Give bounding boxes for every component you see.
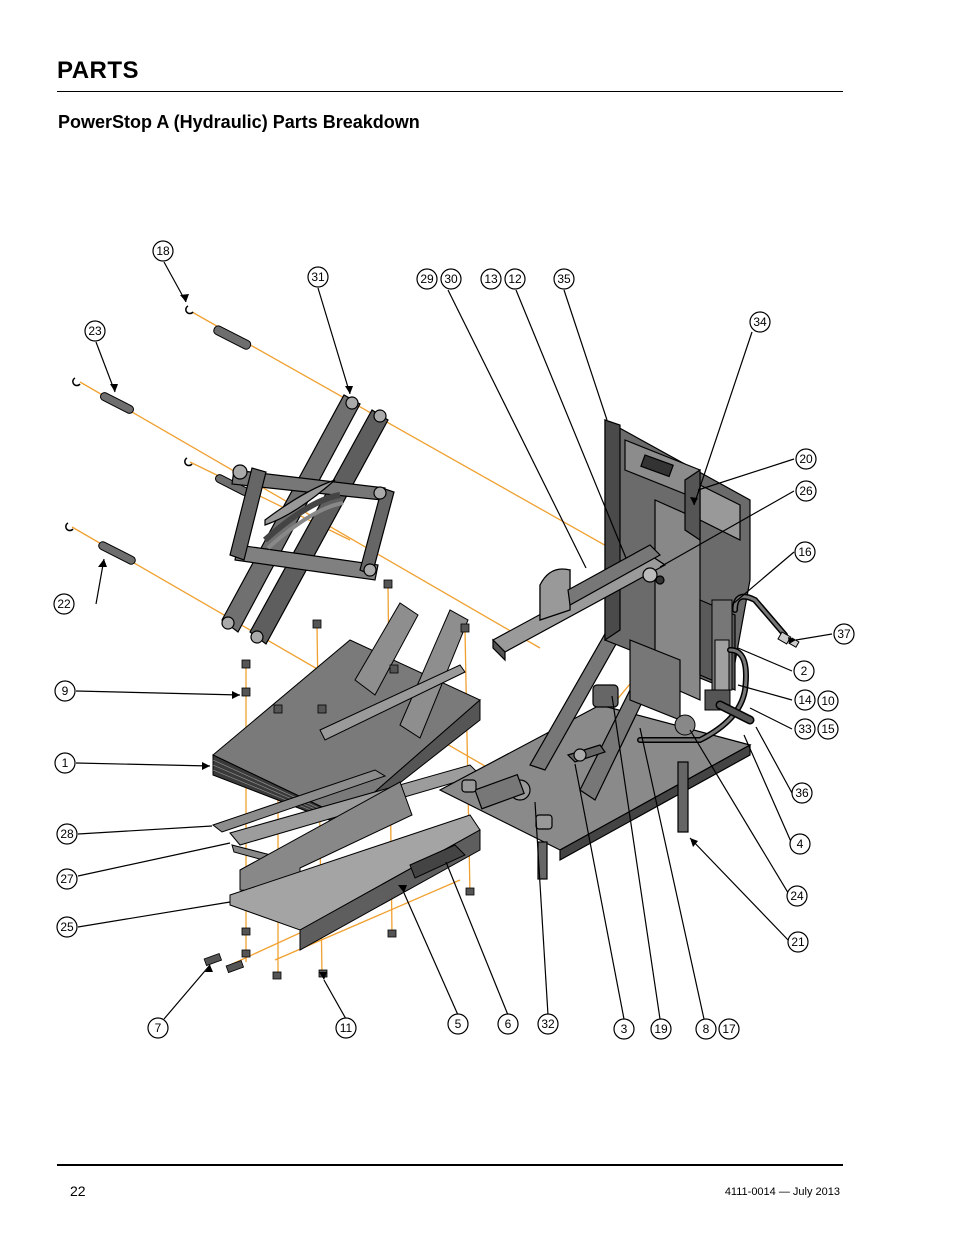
svg-text:3: 3 (621, 1022, 628, 1036)
callout-2: 2 (793, 660, 815, 682)
retaining-rings (65, 305, 194, 532)
svg-text:31: 31 (311, 270, 325, 284)
svg-text:18: 18 (156, 244, 170, 258)
callout-6: 6 (497, 1013, 519, 1035)
svg-text:11: 11 (340, 1021, 353, 1035)
callout-24: 24 (786, 885, 808, 907)
callout-29: 29 (416, 268, 438, 290)
svg-text:23: 23 (88, 324, 102, 338)
callout-19: 19 (650, 1018, 672, 1040)
svg-text:1: 1 (62, 756, 69, 770)
footer-rule (57, 1164, 843, 1166)
callout-9: 9 (54, 680, 76, 702)
svg-text:13: 13 (484, 272, 498, 286)
callout-15: 15 (817, 718, 839, 740)
callout-35: 35 (553, 268, 575, 290)
svg-text:32: 32 (541, 1017, 555, 1031)
svg-text:27: 27 (60, 872, 74, 886)
svg-text:20: 20 (799, 452, 813, 466)
callout-26: 26 (795, 480, 817, 502)
svg-text:6: 6 (505, 1017, 512, 1031)
plates-and-tray (211, 764, 481, 951)
callout-37: 37 (833, 623, 855, 645)
svg-text:10: 10 (821, 694, 835, 708)
callout-leaders (75, 261, 833, 1020)
callout-20: 20 (795, 448, 817, 470)
svg-text:19: 19 (654, 1022, 668, 1036)
scissor-linkage (221, 394, 395, 645)
svg-text:36: 36 (795, 786, 809, 800)
svg-text:24: 24 (790, 889, 804, 903)
hydraulic-hoses (637, 593, 788, 743)
svg-text:25: 25 (60, 920, 74, 934)
svg-text:30: 30 (444, 272, 458, 286)
callout-7: 7 (147, 1017, 169, 1039)
hydraulic-cylinder (674, 599, 733, 736)
svg-text:28: 28 (60, 827, 74, 841)
svg-text:29: 29 (420, 272, 434, 286)
callout-3: 3 (613, 1018, 635, 1040)
svg-text:5: 5 (455, 1017, 462, 1031)
callout-30: 30 (440, 268, 462, 290)
document-reference: 4111-0014 — July 2013 (724, 1186, 840, 1198)
callout-17: 17 (718, 1018, 740, 1040)
page-subtitle: PowerStop A (Hydraulic) Parts Breakdown (58, 112, 420, 132)
callout-labels: 18 31 29 30 13 12 35 34 23 20 26 16 22 3… (53, 240, 855, 1040)
svg-text:17: 17 (722, 1022, 736, 1036)
svg-text:15: 15 (821, 722, 835, 736)
svg-text:34: 34 (753, 315, 767, 329)
callout-25: 25 (56, 916, 78, 938)
callout-31: 31 (307, 266, 329, 288)
callout-33: 33 (794, 718, 816, 740)
callout-18: 18 (152, 240, 174, 262)
svg-text:14: 14 (798, 693, 812, 707)
svg-text:21: 21 (791, 935, 805, 949)
callout-28: 28 (56, 823, 78, 845)
callout-12: 12 (504, 268, 526, 290)
callout-16: 16 (794, 541, 816, 563)
callout-22: 22 (53, 593, 75, 615)
leader-arrowheads (98, 294, 796, 980)
svg-text:12: 12 (508, 272, 522, 286)
callout-14: 14 (794, 689, 816, 711)
svg-text:7: 7 (155, 1021, 162, 1035)
callout-11: 11 (335, 1017, 357, 1039)
svg-text:33: 33 (798, 722, 812, 736)
svg-text:26: 26 (799, 484, 813, 498)
section-title: PARTS (57, 57, 140, 84)
svg-text:2: 2 (801, 664, 808, 678)
pins (98, 325, 252, 565)
svg-text:37: 37 (837, 627, 851, 641)
callout-5: 5 (447, 1013, 469, 1035)
slide-arm (492, 544, 667, 662)
callout-32: 32 (537, 1013, 559, 1035)
callout-8: 8 (695, 1018, 717, 1040)
svg-text:35: 35 (557, 272, 571, 286)
svg-text:8: 8 (703, 1022, 710, 1036)
callout-21: 21 (787, 931, 809, 953)
svg-text:22: 22 (57, 597, 71, 611)
svg-text:9: 9 (62, 684, 69, 698)
callout-27: 27 (56, 868, 78, 890)
callout-23: 23 (84, 320, 106, 342)
page-number: 22 (70, 1183, 86, 1199)
callout-34: 34 (749, 311, 771, 333)
callout-10: 10 (817, 690, 839, 712)
svg-text:4: 4 (797, 837, 804, 851)
callout-36: 36 (791, 782, 813, 804)
fasteners (203, 579, 475, 980)
callout-13: 13 (480, 268, 502, 290)
callout-4: 4 (789, 833, 811, 855)
header-rule (57, 91, 843, 92)
callout-1: 1 (54, 752, 76, 774)
svg-text:16: 16 (798, 545, 812, 559)
